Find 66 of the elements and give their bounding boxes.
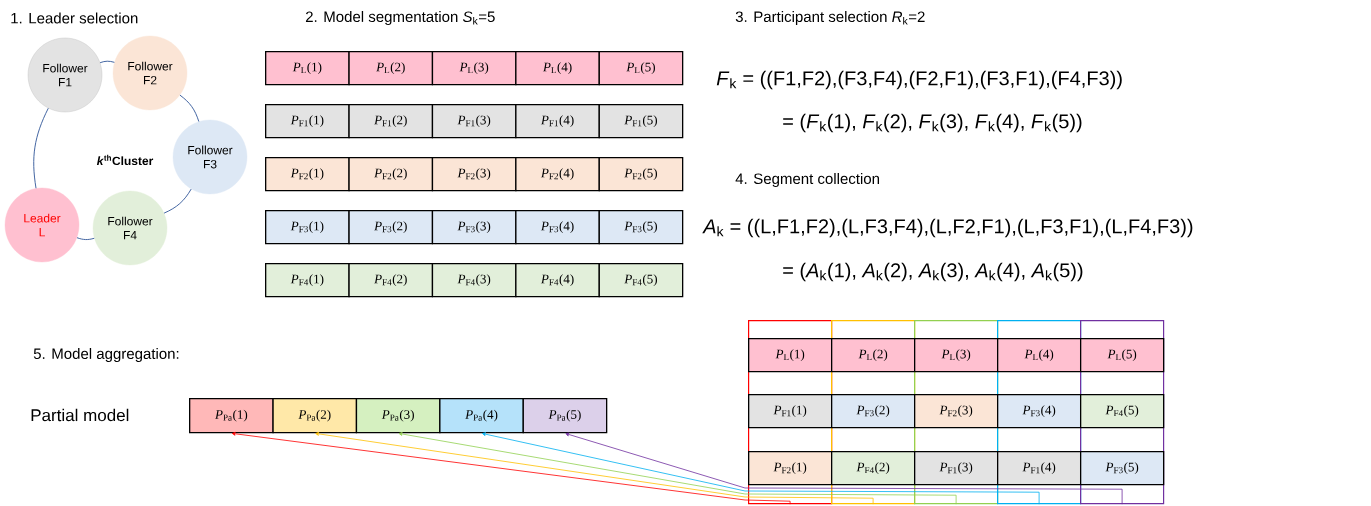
segment-cell: P$_{F2}$(3) [431,157,517,192]
segment-cell: P$_{L}$(4) [997,338,1082,373]
partial-model-cell: P$_{Pa}$(5) [522,398,608,434]
segment-cell: P$_{F4}$(1) [265,263,350,298]
ring-line [99,60,115,64]
partial-model-cell: P$_{Pa}$(3) [355,398,441,434]
segment-cell: P$_{F3}$(5) [598,210,684,245]
segment-cell: P$_{L}$(3) [914,338,999,373]
segment-cell: P$_{F3}$(4) [515,210,600,245]
segment-cell: P$_{L}$(1) [748,338,833,373]
aggregation-arrow [565,432,1123,505]
segment-cell: P$_{F4}$(2) [348,263,434,298]
ring-line [179,94,200,122]
aggregation-arrow [482,432,1040,505]
segment-cell: P$_{L}$(5) [598,51,684,86]
segment-cell: P$_{F1}$(1) [748,394,833,429]
segment-cell: P$_{L}$(4) [515,51,600,86]
segment-cell: P$_{F2}$(4) [515,157,600,192]
segment-cell: P$_{F3}$(1) [265,210,350,245]
segment-cell: P$_{F4}$(2) [831,451,916,486]
segment-cell: P$_{F4}$(3) [431,263,517,298]
segment-cell: P$_{F3}$(2) [831,394,916,429]
segment-cell: P$_{F2}$(1) [265,157,350,192]
partial-model-cell: P$_{Pa}$(2) [272,398,358,434]
segment-cell: P$_{F1}$(4) [997,451,1082,486]
segment-cell: P$_{F3}$(5) [1080,451,1165,486]
segment-cell: P$_{F1}$(4) [515,104,600,139]
segment-cell: P$_{L}$(5) [1080,338,1165,373]
segment-cell: P$_{F1}$(2) [348,104,434,139]
segment-cell: P$_{F2}$(2) [348,157,434,192]
segment-cell: P$_{F2}$(3) [914,394,999,429]
equation: = (A$_{k}$(1), A$_{k}$(2), A$_{k}$(3), A$_{k}$(4), A$_{k}$(5)) [783,262,1083,282]
segment-cell: P$_{L}$(3) [431,51,517,86]
equation: A$_{k}$ = ((L,F1,F2),(L,F3,F4),(L,F2,F1),(L,F3,F1),(L,F4,F3)) [702,218,1193,238]
segment-cell: P$_{F3}$(3) [431,210,517,245]
segment-cell: P$_{L}$(2) [831,338,916,373]
segment-cell: P$_{F1}$(1) [265,104,350,139]
segment-cell: P$_{F2}$(1) [748,451,833,486]
equation: = (F$_{k}$(1), F$_{k}$(2), F$_{k}$(3), F$_{k}$(4), F$_{k}$(5)) [783,113,1082,133]
partial-model-cell: P$_{Pa}$(1) [189,398,274,434]
step-heading: 5. Model aggregation: [33,348,179,362]
aggregation-arrow [231,431,791,505]
step-heading: 2. Model segmentation S$_{k}$=5 [305,11,495,25]
segment-cell: P$_{F3}$(2) [348,210,434,245]
ring-line [76,237,95,240]
segment-cell: P$_{F2}$(5) [598,157,684,192]
aggregation-arrow [398,432,957,505]
step-heading: 1. Leader selection [11,12,138,24]
row-label: Partial model [31,408,129,422]
segment-cell: P$_{L}$(2) [348,51,434,86]
segment-cell: P$_{F1}$(5) [598,104,684,139]
segment-cell: P$_{F1}$(3) [431,104,517,139]
segment-cell: P$_{F4}$(5) [598,263,684,298]
segment-cell: P$_{F1}$(3) [914,451,999,486]
cluster-label: k$^{th}$Cluster [96,154,154,166]
segment-cell: P$_{F4}$(4) [515,263,600,298]
ring-line [33,107,49,189]
step-heading: 3. Participant selection R$_{k}$=2 [735,11,925,25]
segment-cell: P$_{F4}$(5) [1080,394,1165,429]
segment-cell: P$_{L}$(1) [265,51,350,86]
equation: F$_{k}$ = ((F1,F2),(F3,F4),(F2,F1),(F3,F1),(F4,F3)) [716,70,1122,90]
aggregation-arrow [315,431,874,505]
partial-model-cell: P$_{Pa}$(4) [439,398,524,434]
step-heading: 4. Segment collection [735,173,879,187]
ring-line [163,188,192,214]
segment-cell: P$_{F3}$(4) [997,394,1082,429]
